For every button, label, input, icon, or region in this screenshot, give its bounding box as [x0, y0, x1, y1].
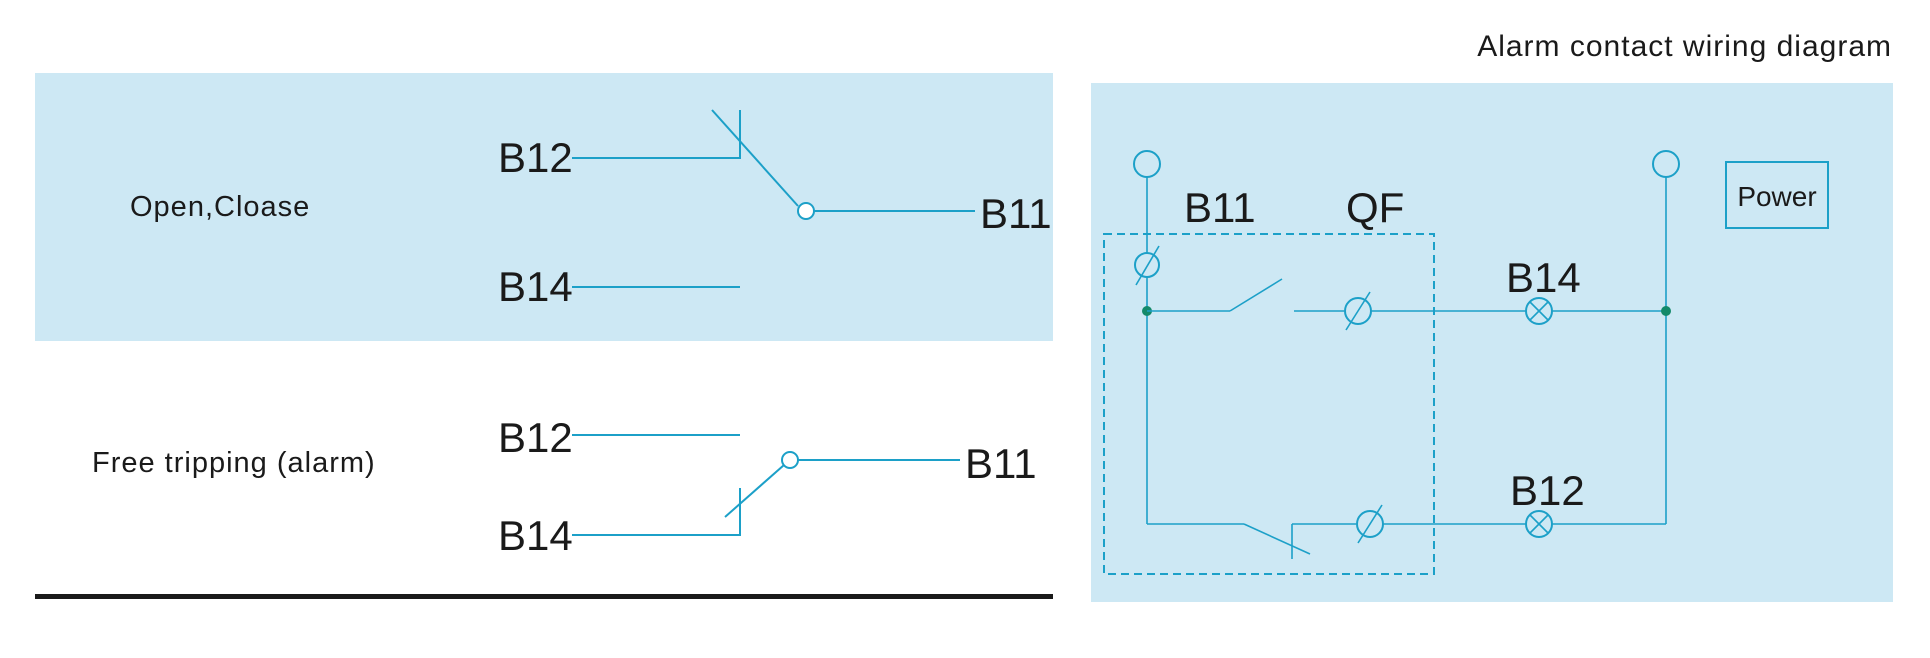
- breaker-qf-outline: [1103, 233, 1435, 575]
- wiring-panel: [1091, 83, 1893, 602]
- free-tripping-contact: [572, 434, 960, 536]
- bottom-divider: [35, 594, 1053, 599]
- right-junction: [1661, 306, 1671, 316]
- breaker-qf-label: QF: [1346, 184, 1404, 231]
- terminal-b14-label: B14: [498, 512, 573, 559]
- terminal-b14-label: B14: [498, 263, 573, 310]
- pivot-node: [781, 451, 799, 469]
- lamp-b12-label: B12: [1510, 467, 1585, 514]
- contact-arm: [711, 109, 799, 207]
- contact-arm: [724, 464, 785, 518]
- open-close-label: Open,Cloase: [130, 191, 310, 223]
- upper-switch-arm: [1229, 278, 1283, 312]
- terminal-b11-label: B11: [965, 440, 1037, 487]
- b12-wire: [572, 110, 741, 159]
- alarm-circuit: [1133, 150, 1680, 559]
- lamp-b14-label: B14: [1506, 254, 1581, 301]
- terminal-b12-label: B12: [498, 134, 573, 181]
- power-label: Power: [1737, 181, 1816, 212]
- terminal-b11-label: B11: [980, 190, 1052, 237]
- open-close-contact: [572, 109, 975, 288]
- left-fuse-slash: [1135, 245, 1160, 286]
- terminal-b12-label: B12: [498, 414, 573, 461]
- diagram-title: Alarm contact wiring diagram: [1477, 30, 1892, 63]
- open-close-panel: [35, 73, 1053, 341]
- lower-terminal-slash: [1357, 504, 1383, 544]
- upper-terminal-slash: [1345, 291, 1371, 331]
- free-tripping-label: Free tripping (alarm): [92, 447, 376, 479]
- lower-switch-arm: [1243, 523, 1311, 555]
- b14-wire: [572, 488, 741, 536]
- pivot-node: [797, 202, 815, 220]
- power-box: [1725, 161, 1829, 229]
- breaker-b11-label: B11: [1184, 184, 1256, 231]
